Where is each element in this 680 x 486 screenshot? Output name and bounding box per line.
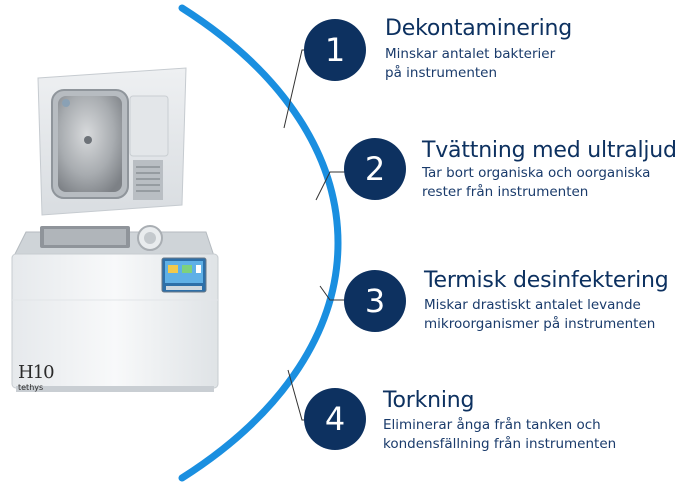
- step-1-line-1: Minskar antalet bakterier: [385, 46, 556, 62]
- step-2-title: Tvättning med ultraljud: [422, 138, 677, 163]
- connector-3: [319, 285, 348, 301]
- step-2-number: 2: [364, 150, 386, 188]
- step-2-line-2: rester från instrumenten: [422, 184, 589, 200]
- logo-brand: tethys: [18, 383, 44, 392]
- step-4-badge: 4: [304, 388, 366, 450]
- step-4-line-2: kondensfällning från instrumenten: [383, 436, 617, 452]
- step-2-description: Tar bort organiska och oorganiska rester…: [422, 164, 650, 202]
- washer-disinfector-image: [11, 67, 219, 392]
- step-1-line-2: på instrumenten: [385, 65, 498, 81]
- step-3-description: Miskar drastiskt antalet levande mikroor…: [424, 296, 655, 334]
- step-2-badge: 2: [344, 138, 406, 200]
- step-2-line-1: Tar bort organiska och oorganiska: [422, 165, 651, 181]
- step-4-number: 4: [324, 400, 346, 438]
- brand-logo: H10 tethys: [18, 362, 55, 392]
- step-3-title: Termisk desinfektering: [424, 268, 669, 293]
- step-3-badge: 3: [344, 270, 406, 332]
- step-3-line-2: mikroorganismer på instrumenten: [424, 316, 656, 332]
- step-3-line-1: Miskar drastiskt antalet levande: [424, 297, 641, 313]
- step-1-number: 1: [324, 31, 346, 69]
- step-1-badge: 1: [304, 19, 366, 81]
- connector-2: [315, 171, 348, 201]
- logo-model: H10: [18, 362, 55, 383]
- step-1-description: Minskar antalet bakterier på instrumente…: [385, 45, 555, 83]
- step-4-description: Eliminerar ånga från tanken och kondensf…: [383, 416, 616, 454]
- step-1-title: Dekontaminering: [385, 16, 573, 41]
- arc-curve: [178, 4, 342, 482]
- step-3-number: 3: [364, 282, 386, 320]
- step-4-title: Torkning: [383, 388, 475, 413]
- step-4-line-1: Eliminerar ånga från tanken och: [383, 417, 601, 433]
